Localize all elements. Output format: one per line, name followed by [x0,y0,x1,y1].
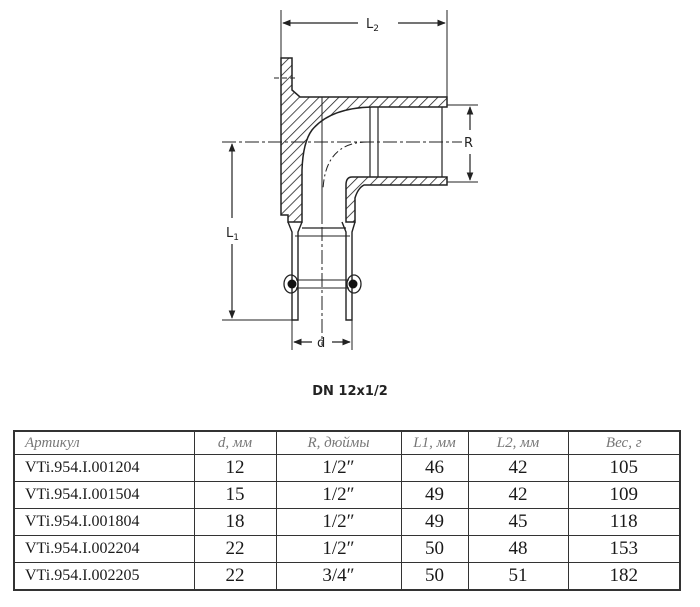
cell-article: VTi.954.I.002204 [13,535,195,563]
spec-table: Артикул d, мм R, дюймы L1, мм L2, мм Вес… [13,430,681,591]
table-row: VTi.954.I.002205 22 3/4″ 50 51 182 [13,562,681,591]
cell-l1: 49 [400,508,469,536]
cell-r: 1/2″ [275,535,402,563]
dimension-R: R [447,104,478,183]
cell-l2: 42 [467,481,569,509]
cell-weight: 105 [567,454,681,482]
cell-l1: 50 [400,562,469,591]
header-weight: Вес, г [567,430,681,455]
cell-l1: 46 [400,454,469,482]
label-L2: L2 [366,17,379,34]
header-r: R, дюймы [275,430,402,455]
label-R: R [464,136,473,151]
cell-article: VTi.954.I.001804 [13,508,195,536]
label-d: d [317,336,325,351]
label-L1: L1 [226,226,239,243]
dimension-L1: L1 [222,143,292,321]
cell-d: 18 [193,508,277,536]
cell-l1: 50 [400,535,469,563]
table-row: VTi.954.I.001804 18 1/2″ 49 45 118 [13,508,681,536]
cell-l2: 48 [467,535,569,563]
cell-d: 22 [193,562,277,591]
header-l2: L2, мм [467,430,569,455]
header-article: Артикул [13,430,195,455]
cell-r: 1/2″ [275,481,402,509]
dimension-L2: L2 [280,10,448,97]
cell-weight: 182 [567,562,681,591]
cell-r: 3/4″ [275,562,402,591]
cell-d: 22 [193,535,277,563]
table-row: VTi.954.I.002204 22 1/2″ 50 48 153 [13,535,681,563]
cell-article: VTi.954.I.002205 [13,562,195,591]
cell-weight: 153 [567,535,681,563]
cell-d: 15 [193,481,277,509]
cell-r: 1/2″ [275,508,402,536]
cell-l2: 42 [467,454,569,482]
cell-r: 1/2″ [275,454,402,482]
table-row: VTi.954.I.001504 15 1/2″ 49 42 109 [13,481,681,509]
size-caption: DN 12x1/2 [312,384,388,399]
cell-article: VTi.954.I.001504 [13,481,195,509]
cell-l1: 49 [400,481,469,509]
header-d: d, мм [193,430,277,455]
fitting-technical-drawing: L2 R [222,10,478,351]
cell-d: 12 [193,454,277,482]
cell-article: VTi.954.I.001204 [13,454,195,482]
cell-weight: 118 [567,508,681,536]
table-row: VTi.954.I.001204 12 1/2″ 46 42 105 [13,454,681,482]
fitting-body [274,57,448,223]
cell-weight: 109 [567,481,681,509]
dimension-d: d [291,320,353,351]
table-header-row: Артикул d, мм R, дюймы L1, мм L2, мм Вес… [13,430,681,455]
cell-l2: 45 [467,508,569,536]
cell-l2: 51 [467,562,569,591]
header-l1: L1, мм [400,430,469,455]
